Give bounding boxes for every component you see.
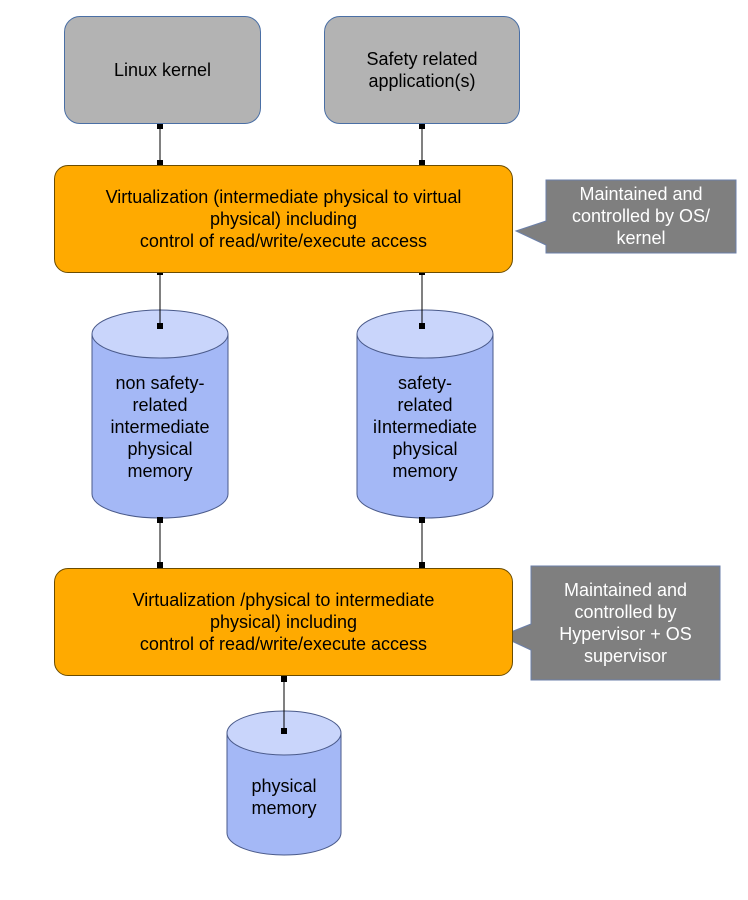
virtualization-bottom-box: Virtualization /physical to intermediate… [54,568,513,676]
safety-memory-label: safety- related iIntermediate physical m… [372,373,478,481]
virtualization-bottom-label: Virtualization /physical to intermediate… [132,590,435,654]
virtualization-top-label: Virtualization (intermediate physical to… [105,187,462,251]
callout-hypervisor-shape [499,565,721,681]
linux-kernel-label: Linux kernel [113,60,212,80]
callout-os-kernel-text: Maintained and controlled by OS/ kernel [571,184,711,248]
cylinder-safety-memory [356,309,494,519]
connectors [159,126,423,731]
linux-kernel-box: Linux kernel [64,16,261,124]
physical-memory-label: physical memory [251,776,317,818]
callout-os-kernel-shape [514,179,737,254]
safety-application-label: Safety related application(s) [366,49,478,91]
callout-hypervisor-text: Maintained and controlled by Hypervisor … [559,580,692,666]
non-safety-memory-label: non safety- related intermediate physica… [110,373,210,481]
virtualization-top-box: Virtualization (intermediate physical to… [54,165,513,273]
cylinder-physical-memory [226,710,342,856]
safety-application-box: Safety related application(s) [324,16,520,124]
connector-handles [157,123,425,734]
